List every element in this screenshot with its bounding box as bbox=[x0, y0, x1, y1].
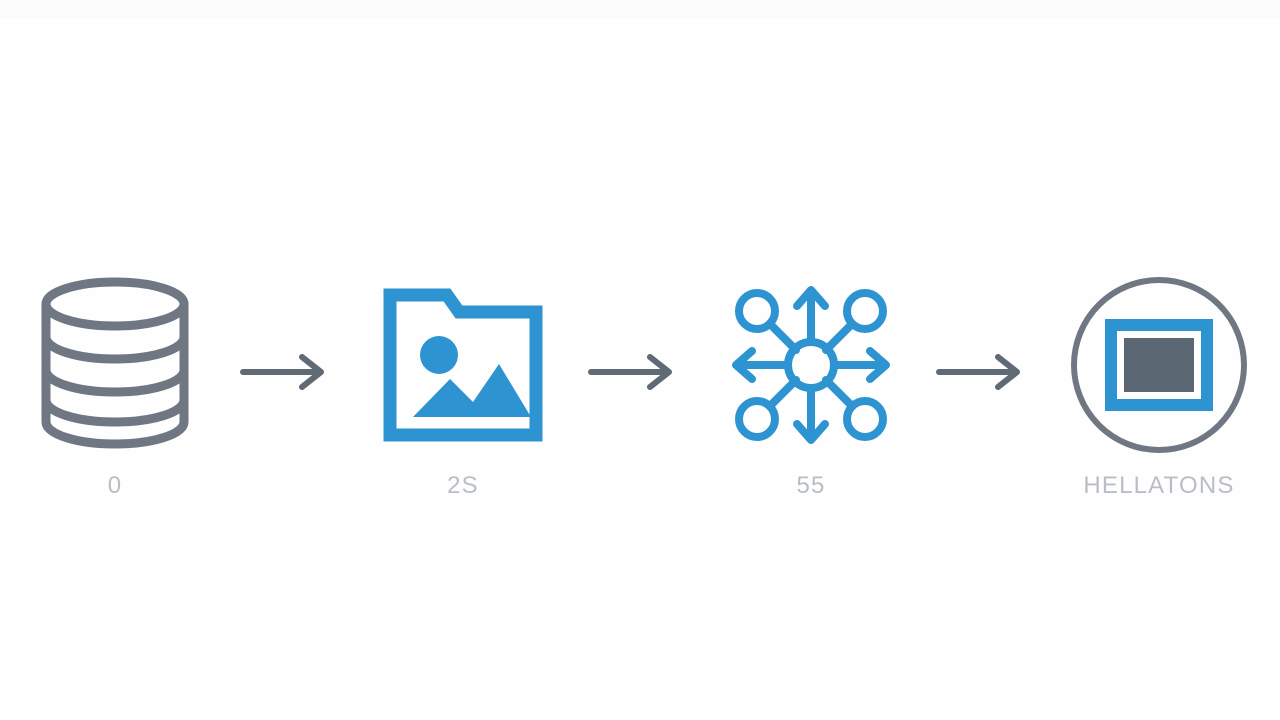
stage-label: 0 bbox=[107, 472, 123, 499]
stage-label: 55 bbox=[796, 472, 826, 499]
framed-display-circle-icon bbox=[1071, 277, 1247, 453]
stage-icon-container bbox=[368, 270, 558, 460]
arrow-right-icon bbox=[240, 354, 324, 390]
stage-icon-container bbox=[1064, 270, 1254, 460]
stage-label: 2S bbox=[447, 472, 479, 499]
connector-arrow-2 bbox=[578, 270, 696, 560]
top-band bbox=[0, 0, 1280, 16]
arrow-right-icon bbox=[936, 354, 1020, 390]
image-folder-icon bbox=[383, 288, 543, 442]
connector-arrow-1 bbox=[230, 270, 348, 560]
pipeline-stage-output[interactable]: HELLATONS bbox=[1044, 270, 1274, 560]
pipeline-flow: 0 2S bbox=[0, 270, 1280, 560]
stage-icon-container bbox=[20, 270, 210, 460]
database-icon bbox=[41, 277, 189, 449]
stage-label: HELLATONS bbox=[1083, 472, 1235, 499]
pipeline-stage-distribution[interactable]: 55 bbox=[696, 270, 926, 560]
top-band-edge bbox=[0, 16, 1280, 18]
pipeline-stage-database[interactable]: 0 bbox=[0, 270, 230, 560]
arrow-right-icon bbox=[588, 354, 672, 390]
connector-arrow-3 bbox=[926, 270, 1044, 560]
pipeline-stage-image-folder[interactable]: 2S bbox=[348, 270, 578, 560]
distribution-network-icon bbox=[732, 286, 890, 444]
stage-icon-container bbox=[716, 270, 906, 460]
